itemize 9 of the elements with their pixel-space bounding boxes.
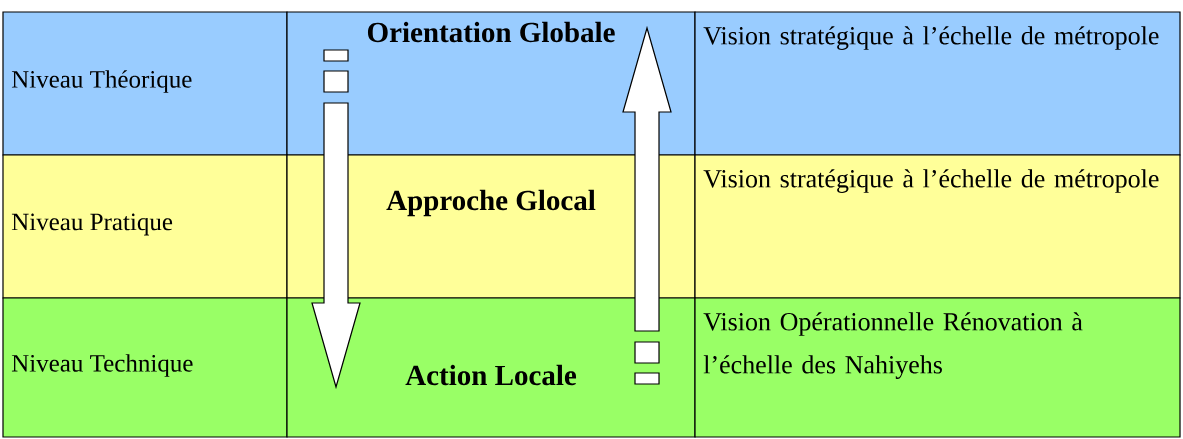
block-arrow — [622, 25, 672, 385]
table-cell: Niveau Technique — [2, 297, 288, 438]
table-cell: Niveau Pratique — [2, 154, 288, 299]
block-arrow — [311, 49, 361, 390]
table-cell: Action Locale — [286, 297, 696, 438]
table-cell: Niveau Théorique — [2, 11, 288, 156]
table-cell: Vision stratégique à l’échelle de métropole — [694, 154, 1181, 299]
table-cell: Vision stratégique à l’échelle de métropole — [694, 11, 1181, 156]
table-cell: Vision Opérationnelle Rénovation à l’échelle des Nahiyehs — [694, 297, 1181, 438]
